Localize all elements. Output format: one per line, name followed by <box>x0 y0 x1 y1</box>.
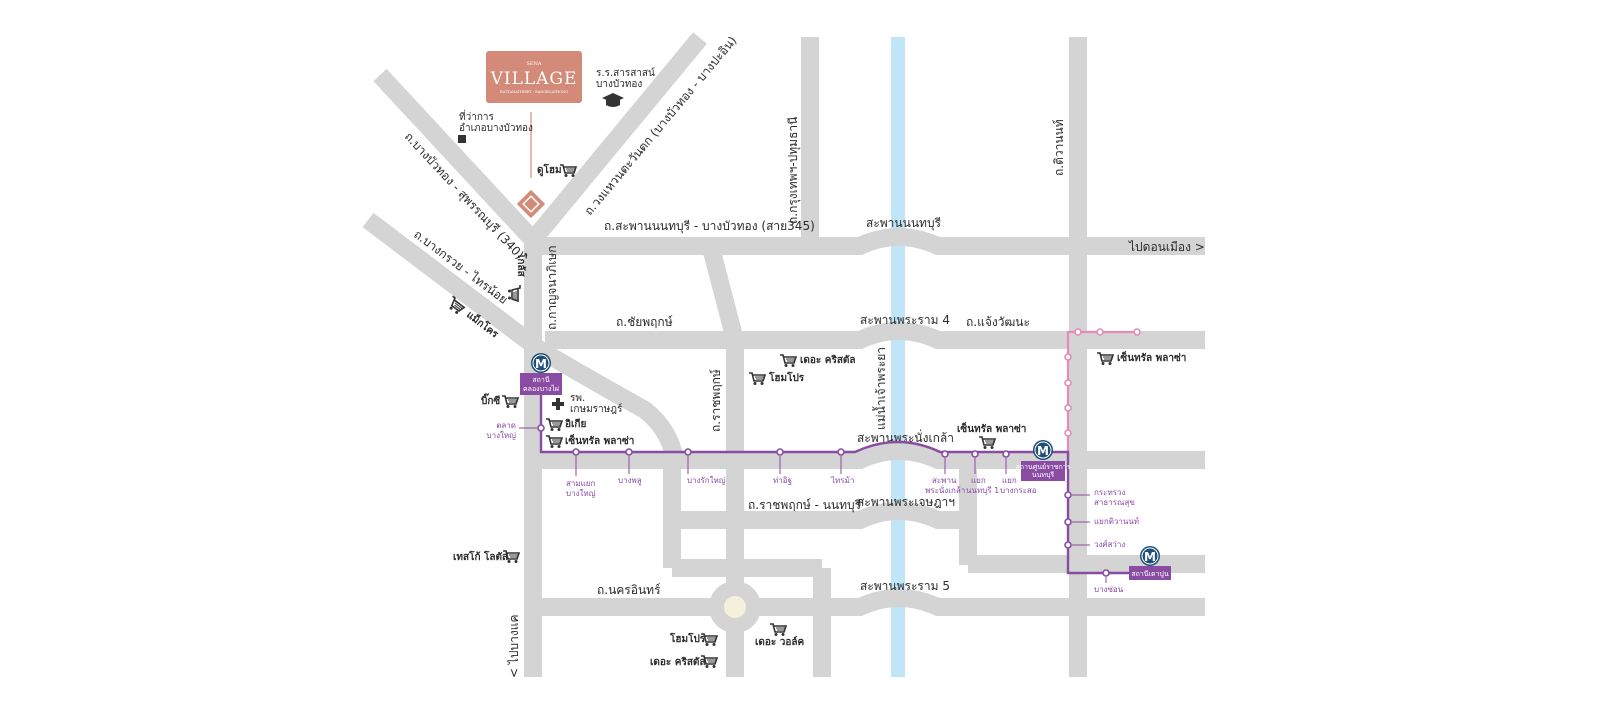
shop-label-crystal-south: เดอะ คริสตัล <box>650 656 706 668</box>
shop-label-central-westgate: เซ็นทรัล พลาซ่า <box>565 433 634 447</box>
station-label-yaek-nonthaburi-1: แยก <box>971 476 986 485</box>
station-label-wongsawang: วงศ์สว่าง <box>1094 539 1125 549</box>
mrt-taopoon-station[interactable]: M สถานีเตาปูน <box>1129 546 1171 580</box>
project-logo: SENA VILLAGE RATTANATHIBET - BANGBUATHON… <box>486 51 582 103</box>
bridge-label-nonthaburi: สะพานนนทบุรี <box>866 216 942 231</box>
bridge-label-rama5: สะพานพระราม 5 <box>860 579 950 593</box>
graduation-cap-icon <box>602 93 624 107</box>
shopping-cart-icon <box>545 435 563 449</box>
shop-label-homepro-north: ดูโฮม <box>537 163 562 177</box>
mrt-klongbangphai-label-1: สถานี <box>532 376 549 384</box>
road-label-kanchanaphisek: ถ.กาญจนาภิเษก <box>545 246 559 330</box>
shopping-cart-icon <box>779 354 797 368</box>
hospital-label-2: เกษมราษฎร์ <box>570 403 623 415</box>
station-label-sainma: ไทรม้า <box>830 476 854 485</box>
mrt-logo-letter: M <box>1037 444 1049 458</box>
road-label-bkk-pathum: ถ.กรุงเทพฯ-ปทุมธานี <box>786 117 801 224</box>
shop-label-bigc: บิ๊กซี <box>481 393 500 407</box>
station-label-bangrakyai: บางรักใหญ่ <box>687 476 726 485</box>
road-label-tiwanon: ถ.ติวานนท์ <box>1052 119 1066 176</box>
road-label-to-bangkhae: < ไปบางแค <box>507 615 521 679</box>
district-office-label-1: ที่ว่าการ <box>459 109 494 123</box>
shop-label-ikea: อิเกีย <box>565 418 586 430</box>
shopping-cart-icon <box>1096 352 1114 366</box>
district-office-label-2: อำเภอบางบัวทอง <box>459 123 533 134</box>
shop-label-central-chaengwattana: เซ็นทรัล พลาซ่า <box>1117 350 1186 364</box>
road-label-to-donmueang: ไปดอนเมือง > <box>1128 240 1205 254</box>
station-label-bangphlu: บางพลู <box>618 476 642 486</box>
road-label-ratchaphruek: ถ.ราชพฤกษ์ <box>709 369 723 432</box>
river-label: แม่น้ำเจ้าพระยา <box>872 347 888 430</box>
road-label-road-345: ถ.สะพานนนทบุรี - บางบัวทอง (สาย345) <box>604 219 815 234</box>
bridge-label-chetsadabodin: สะพานพระเจษฎาฯ <box>857 495 955 509</box>
station-label-yaek-bangkrasor-2: บางกระสอ <box>1000 486 1037 495</box>
logo-brand-top: SENA <box>526 61 541 67</box>
shop-label-homepro-south: โฮมโปร <box>669 632 706 645</box>
station-label-yaek-bangkrasor-1: แยก <box>1002 476 1017 485</box>
shopping-cart-icon <box>501 395 519 409</box>
project-location-marker[interactable] <box>516 189 546 219</box>
logo-brand-main: VILLAGE <box>490 69 578 89</box>
station-label-samyaek-bangyai-2: บางใหญ่ <box>566 489 596 498</box>
school-label-2: บางบัวทอง <box>596 79 642 90</box>
station-label-nangklao-1: สะพาน <box>932 476 957 485</box>
shopping-cart-icon <box>545 418 563 432</box>
mrt-klongbangphai-label-2: คลองบางไผ่ <box>523 384 559 393</box>
mrt-logo-letter: M <box>1144 550 1156 564</box>
road-label-nakhon-in: ถ.นครอินทร์ <box>597 583 661 597</box>
purple-line-route <box>519 392 1138 583</box>
road-label-chaiyaphruek: ถ.ชัยพฤกษ์ <box>616 315 673 329</box>
station-label-talat-bangyai-2: บางใหญ่ <box>487 431 517 440</box>
station-label-tha-it: ท่าอิฐ <box>773 476 792 485</box>
shop-label-tesco-bangyai: โกลัส <box>515 252 528 278</box>
shopping-cart-icon <box>559 164 577 178</box>
mrt-logo-letter: M <box>535 357 547 371</box>
bridge-label-rama4: สะพานพระราม 4 <box>860 313 950 327</box>
shop-label-tesco-lotus: เทสโก้ โลตัส <box>453 550 509 563</box>
mrt-taopoon-label: สถานีเตาปูน <box>1131 570 1169 578</box>
station-label-kraswng-1: กระทรวง <box>1094 488 1126 497</box>
shopping-cart-icon <box>978 436 996 450</box>
mrt-klongbangphai-station[interactable]: M สถานี คลองบางไผ่ <box>520 353 562 395</box>
station-label-yaek-nonthaburi-2: นนทบุรี 1 <box>966 486 999 495</box>
hospital-label-1: รพ. <box>570 393 585 404</box>
shop-label-homepro-mid: โฮมโปร <box>768 371 805 384</box>
station-label-yaek-tiwanon: แยกติวานนท์ <box>1094 516 1139 526</box>
shop-label-walk: เดอะ วอล์ค <box>755 636 805 648</box>
station-label-samyaek-bangyai-1: สามแยก <box>566 479 595 488</box>
shop-label-crystal-north: เดอะ คริสตัล <box>800 354 856 366</box>
mrt-nonthaburi-center-station[interactable]: M สถานศูนย์ราชการ นนทบุรี <box>1016 440 1071 481</box>
station-label-kraswng-2: สาธารณสุข <box>1094 498 1135 507</box>
mrt-nonthaburi-center-label-1: สถานศูนย์ราชการ <box>1016 463 1071 471</box>
shop-label-central-rattanathibet: เซ็นทรัล พลาซ่า <box>957 421 1026 435</box>
pink-line-route <box>1064 328 1141 455</box>
station-label-bangson: บางซ่อน <box>1094 585 1124 594</box>
bridge-label-nangklao: สะพานพระนั่งเกล้า <box>857 429 954 445</box>
road-network <box>362 32 1205 677</box>
district-office-icon <box>458 135 466 143</box>
hospital-cross-icon <box>552 398 564 410</box>
mrt-nonthaburi-center-label-2: นนทบุรี <box>1032 471 1055 479</box>
road-label-ratchaphruek-nonthaburi: ถ.ราชพฤกษ์ - นนทบุรี <box>748 498 862 513</box>
school-label-1: ร.ร.สารสาสน์ <box>596 67 655 79</box>
station-label-nangklao-2: พระนั่งเกล้า <box>925 484 965 495</box>
shopping-cart-icon <box>748 372 766 386</box>
road-label-chaengwattana: ถ.แจ้งวัฒนะ <box>966 315 1030 329</box>
shopping-cart-icon <box>507 284 521 302</box>
logo-brand-sub: RATTANATHIBET - BANGBUATHONG <box>500 90 568 94</box>
shopping-cart-icon <box>769 623 787 637</box>
road-label-outer-ring: ถ.วงแหวนตะวันตก (บางบัวทอง - บางปะอิน) <box>582 34 740 218</box>
station-label-talat-bangyai-1: ตลาด <box>496 421 516 430</box>
